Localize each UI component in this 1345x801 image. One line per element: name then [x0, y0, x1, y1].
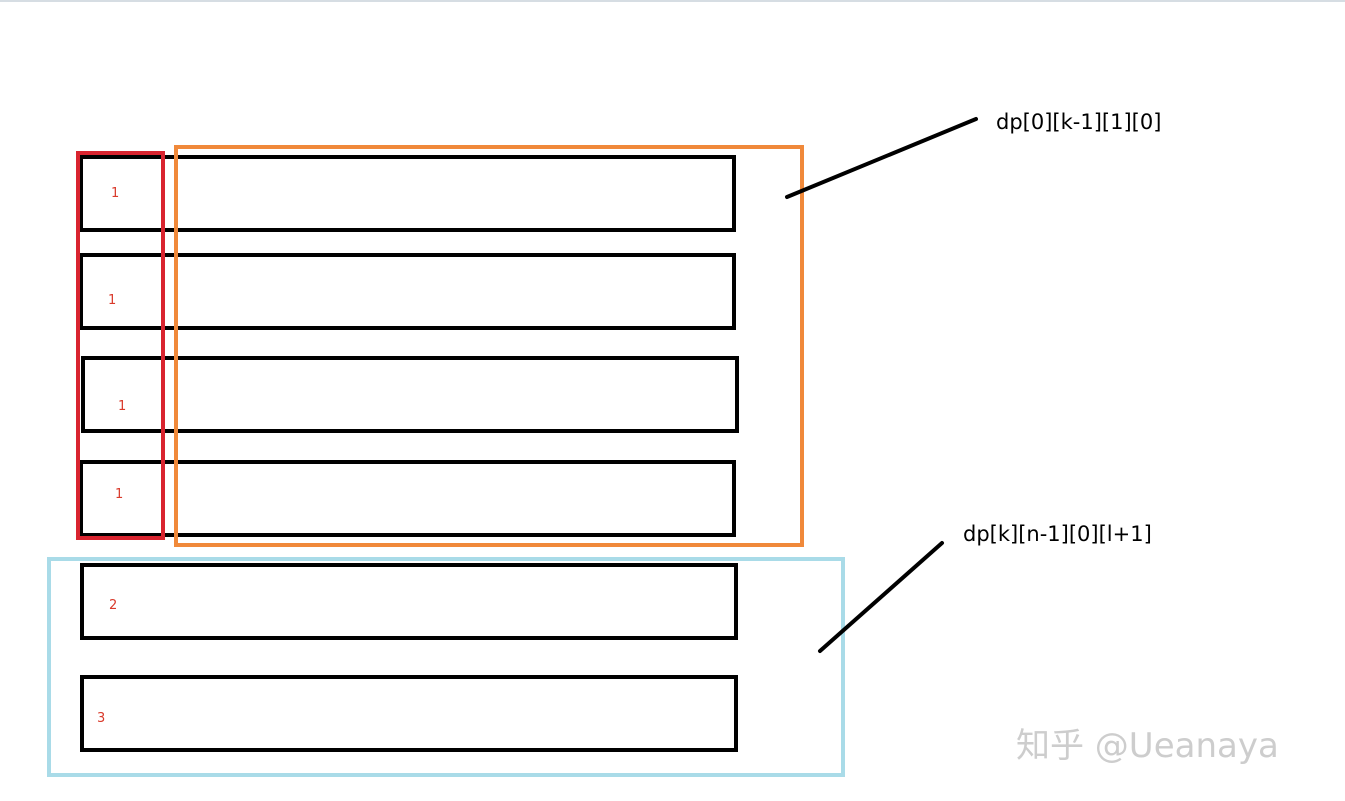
- red-group-box: [76, 151, 165, 540]
- row-box-3: [81, 356, 739, 433]
- bottom-callout-label: dp[k][n-1][0][l+1]: [963, 522, 1152, 546]
- top-callout-pointer: [785, 117, 978, 199]
- row-number-1: 1: [111, 186, 120, 201]
- row-number-3: 1: [118, 399, 127, 414]
- bottom-callout-pointer: [818, 541, 944, 653]
- row-box-1: [79, 155, 736, 232]
- watermark: 知乎 @Ueanaya: [1016, 726, 1279, 766]
- row-number-5: 2: [109, 598, 118, 613]
- row-box-5: [80, 563, 738, 640]
- row-number-4: 1: [115, 487, 124, 502]
- blue-group-box: [47, 557, 845, 777]
- row-box-6: [80, 675, 738, 752]
- top-callout-label: dp[0][k-1][1][0]: [996, 110, 1162, 134]
- top-border-line: [0, 0, 1345, 2]
- row-box-2: [79, 253, 736, 330]
- orange-group-box: [174, 145, 804, 547]
- row-number-2: 1: [108, 293, 117, 308]
- row-box-4: [79, 460, 736, 537]
- row-number-6: 3: [97, 711, 106, 726]
